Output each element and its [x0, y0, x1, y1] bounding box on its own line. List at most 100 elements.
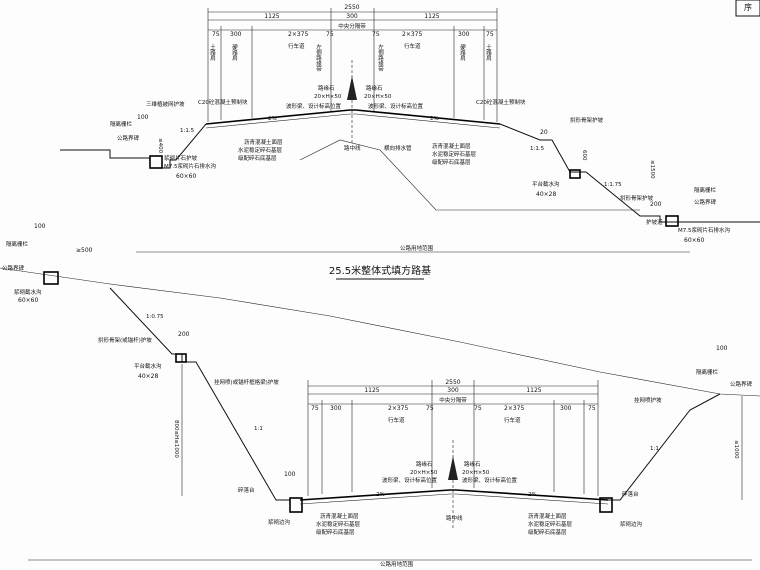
top-land-label: 公路用地范围: [400, 244, 434, 252]
bottom-sub-left-2: 300: [330, 405, 342, 412]
bottom-curb-left-size: 20×H×50: [410, 470, 438, 476]
bottom-layer-2: 水泥稳定碎石基层: [316, 520, 361, 528]
bottom-slope-right: 1:1: [650, 446, 659, 452]
bottom-bench: 公路界碑: [2, 264, 25, 272]
top-layer-3: 级配碎石底基层: [238, 154, 277, 162]
bottom-median-width: 300: [447, 387, 459, 394]
bottom-dim-100r: 100: [716, 345, 728, 352]
bottom-layer-6: 级配碎石底基层: [528, 528, 567, 536]
bottom-height: 800≤H≤1000: [173, 420, 179, 458]
bottom-road-surface: [299, 489, 609, 501]
bottom-layer-5: 水泥稳定碎石基层: [528, 520, 573, 528]
top-c20-right: C20砼混凝土预制块: [476, 98, 526, 106]
bottom-total-width: 2550: [445, 379, 460, 386]
top-dim-1500: ≤1500: [649, 160, 655, 179]
top-layer-5: 水泥稳定碎石基层: [432, 150, 477, 158]
top-dim-20: 20: [540, 129, 548, 136]
bottom-ground-line: [0, 267, 760, 397]
bottom-sub-right-1: 75: [474, 405, 482, 412]
top-grass-left: 三维植被网护坡: [146, 100, 185, 108]
top-guard-left: 隔离栅栏: [110, 120, 133, 128]
top-right-ditch: [665, 215, 679, 227]
top-guard-note-right: 波形梁、设计标高位置: [368, 102, 424, 110]
top-dim-600: 600: [581, 150, 587, 161]
bottom-top-ditch: [43, 271, 59, 285]
top-ditch-right: M7.5浆砌片石排水沟: [678, 226, 730, 234]
top-road-surface: [205, 109, 501, 125]
bottom-platform-size: 40×28: [138, 373, 158, 380]
top-bench-left: 公路界碑: [117, 134, 140, 142]
drawing-title: 25.5米整体式填方路基: [329, 264, 431, 277]
bottom-platform: 平台截水沟: [134, 362, 162, 370]
bottom-sub-right-3: 300: [560, 405, 572, 412]
top-median-label: 中央分隔带: [338, 22, 366, 30]
top-vlabel-6: 硬路肩: [459, 44, 466, 62]
top-layer-4: 沥青混凝土面层: [432, 142, 471, 150]
top-ditch-left-3: 60×60: [176, 173, 196, 180]
top-ditch-left-2: M7.5浆砌片石排水沟: [164, 162, 216, 170]
bottom-sub-right-2: 2×375: [504, 405, 524, 412]
bottom-protect-left: 拱形骨架(或锚杆)护坡: [98, 336, 152, 344]
top-right-slope: [499, 123, 760, 223]
bottom-curb-right-size: 20×H×50: [462, 470, 490, 476]
top-pct-right: 2%: [430, 116, 439, 122]
bottom-curb-right: 路缘石: [464, 460, 481, 468]
bottom-right-drain: [599, 497, 613, 513]
bottom-dim-100b: 100: [284, 471, 296, 478]
top-crown: 横向排水管: [384, 144, 412, 152]
top-right-platform-ditch: [569, 169, 581, 179]
top-dim-400-left: ≤400: [157, 138, 163, 154]
top-total-width: 2550: [344, 4, 359, 11]
top-platform-right-size: 40×28: [536, 191, 556, 198]
bottom-sub-left-4: 75: [426, 405, 434, 412]
top-dim-200: 200: [650, 201, 662, 208]
bottom-guard-note-right: 波形梁、设计标高位置: [462, 476, 518, 484]
top-sub-right-3: 300: [458, 31, 470, 38]
sheet-tag-box: [735, 0, 760, 17]
top-vlabel-5: 左侧路缘带: [377, 43, 384, 73]
bottom-road-base: [299, 493, 609, 505]
bottom-layer-4: 沥青混凝土面层: [528, 512, 567, 520]
bottom-side-right: 碎落台: [622, 490, 639, 498]
bottom-dim-500: ≥500: [76, 247, 93, 254]
bottom-ditch-size: 60×60: [18, 297, 38, 304]
bottom-dim-200: 200: [178, 331, 190, 338]
bottom-lane-right: 行车道: [504, 416, 521, 424]
top-vlabel-7: 土路肩: [485, 43, 492, 62]
top-grass-right: 拱形骨架护坡: [570, 116, 604, 124]
bottom-pct-left: 2%: [376, 492, 385, 498]
bottom-left-platform-ditch: [175, 353, 187, 363]
bottom-protect-left-2: 挂网喷(或锚杆框格梁)护坡: [214, 378, 279, 386]
bottom-ditch: 浆砌截水沟: [14, 288, 42, 296]
top-c20-left: C20砼混凝土预制块: [198, 98, 248, 106]
top-road-base: [205, 113, 501, 129]
top-slope-left: 1:1.5: [180, 128, 195, 134]
top-vlabel-1: 土路肩: [209, 43, 216, 62]
top-sub-left-2: 300: [230, 31, 242, 38]
top-sub-left-1: 75: [212, 31, 220, 38]
top-slope-right-2: 1:1.75: [604, 182, 622, 188]
bottom-guard-note-left: 波形梁、设计标高位置: [382, 476, 438, 484]
bottom-left-drain: [289, 497, 303, 513]
top-pct-left: 2%: [268, 116, 277, 122]
top-sub-right-1: 75: [372, 31, 380, 38]
bottom-drain-left: 浆砌边沟: [268, 518, 291, 526]
top-median-width: 300: [346, 13, 358, 20]
top-curb-left: 路缘石: [318, 84, 335, 92]
bottom-half-right: 1125: [526, 387, 541, 394]
top-guard-note-left: 波形梁、设计标高位置: [286, 102, 342, 110]
top-ditch-left-1: 浆砌片石护坡: [164, 154, 198, 162]
top-sub-left-3: 2×375: [288, 31, 308, 38]
bottom-sub-right-4: 75: [588, 405, 596, 412]
bottom-guard-left: 隔离栅栏: [6, 240, 29, 248]
bottom-layer-1: 沥青混凝土面层: [320, 512, 359, 520]
top-vlabel-2: 硬路肩: [231, 44, 238, 62]
bottom-sub-left-1: 75: [311, 405, 319, 412]
top-layer-6: 级配碎石底基层: [432, 158, 471, 166]
top-protect-road: 护坡道: [646, 218, 663, 226]
bottom-right-cut-slope: [608, 393, 721, 501]
bottom-guard-right: 隔离栅栏: [696, 368, 719, 376]
top-bench-right: 公路界碑: [694, 198, 717, 206]
top-protect-right: 拱形骨架护坡: [620, 194, 654, 202]
